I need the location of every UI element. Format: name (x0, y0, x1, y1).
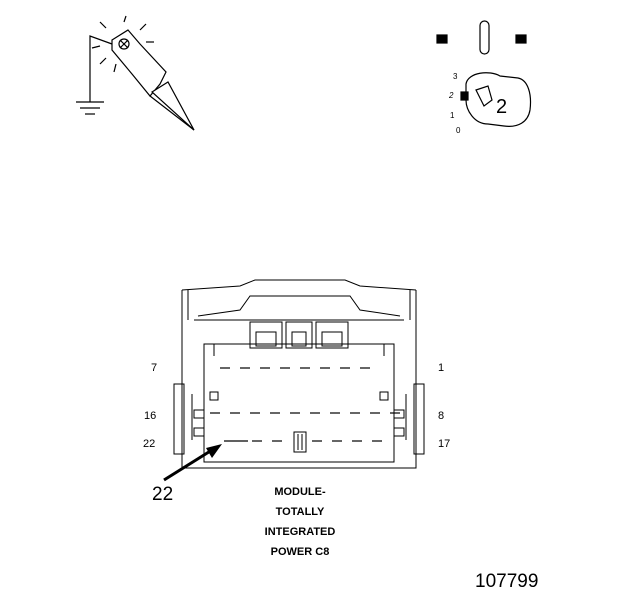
ignition-position-2: 2 (449, 91, 454, 100)
pin-rows (210, 367, 400, 442)
key-slot (479, 20, 490, 55)
pin-label-7: 7 (151, 362, 158, 374)
pin-label-17: 17 (438, 438, 451, 450)
figure-number: 107799 (475, 571, 539, 592)
ignition-key-label: 2 (496, 96, 508, 118)
ignition-position-1: 1 (450, 111, 455, 120)
ignition-position-0: 0 (456, 126, 461, 135)
callout-arrow (163, 444, 222, 482)
pin-label-16: 16 (144, 410, 157, 422)
ignition-switch-icon (436, 20, 532, 127)
pin-label-22: 22 (143, 438, 156, 450)
caption-line-1: MODULE- (274, 486, 326, 498)
connector-housing (173, 279, 425, 469)
terminal-block-left (436, 34, 448, 44)
connector-caption: MODULE- TOTALLY INTEGRATED POWER C8 (235, 482, 365, 562)
terminal-block-right (515, 34, 527, 44)
position-marker (460, 91, 469, 101)
ignition-position-3: 3 (453, 72, 458, 81)
pin-label-8: 8 (438, 410, 445, 422)
pin-label-1: 1 (438, 362, 445, 374)
caption-line-4: POWER C8 (270, 546, 330, 558)
caption-line-3: INTEGRATED (264, 526, 336, 538)
test-probe-icon (76, 15, 195, 131)
caption-line-2: TOTALLY (275, 506, 325, 518)
callout-label: 22 (152, 484, 174, 505)
